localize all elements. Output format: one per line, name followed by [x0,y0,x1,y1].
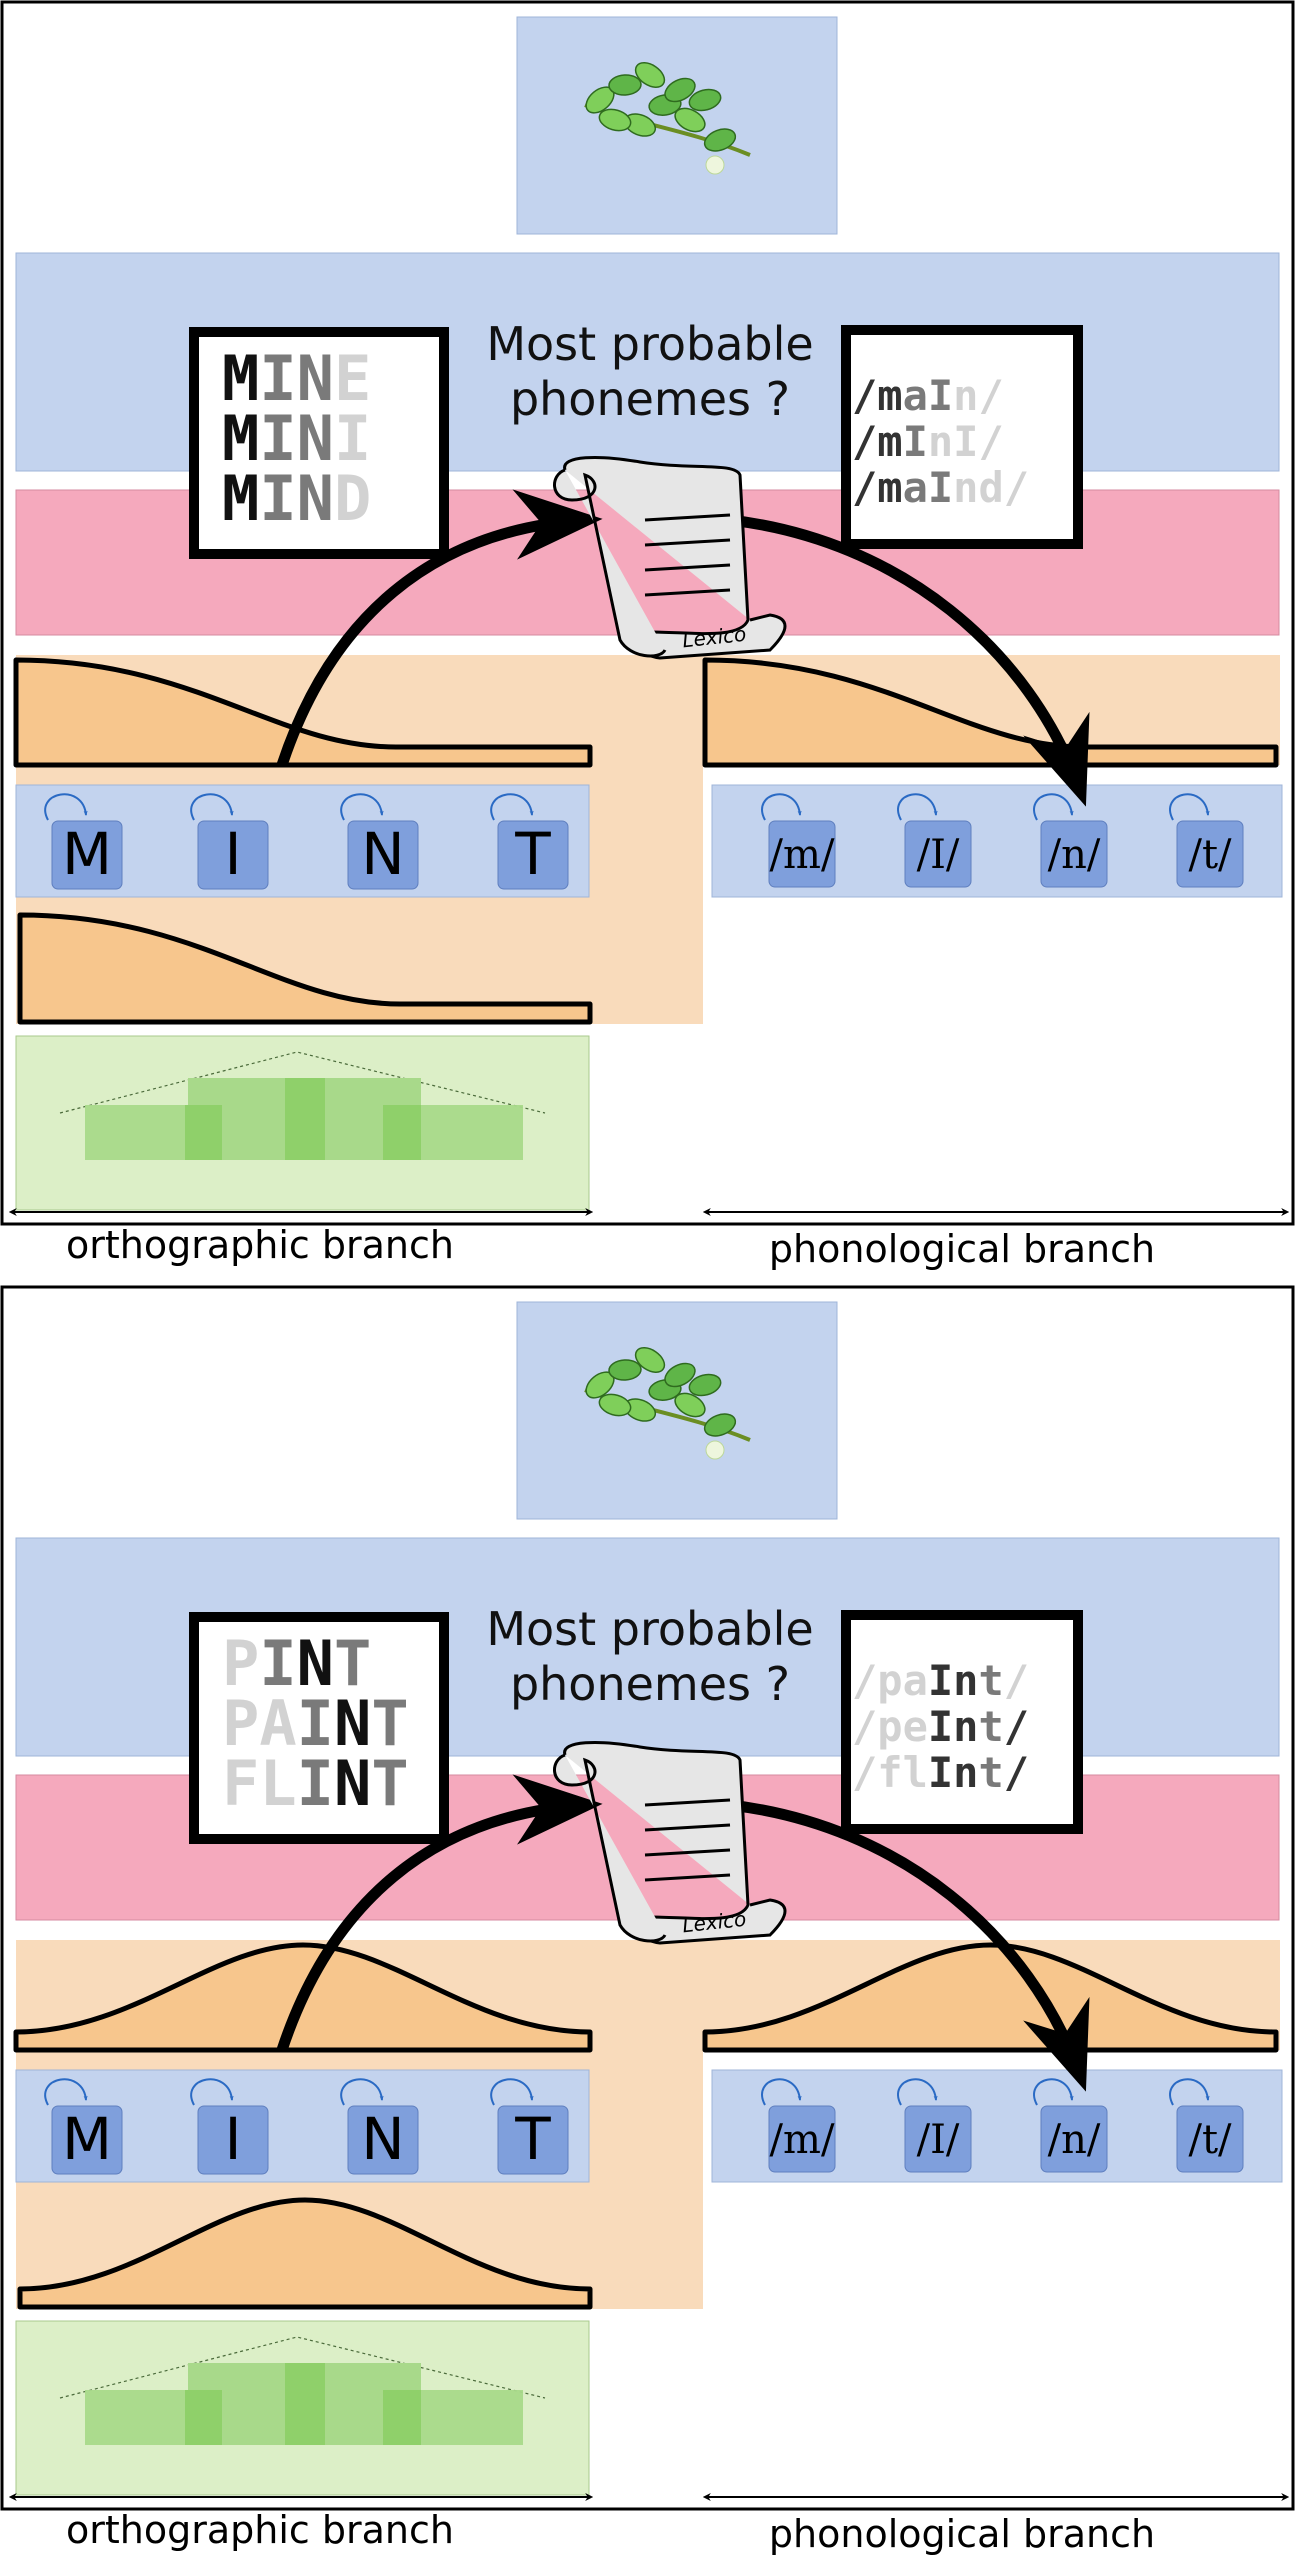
ortho-attention-curve-lower [17,2197,593,2310]
letter-label: T [514,820,551,888]
orthographic-candidate: MINE [222,342,371,415]
phonological-candidate: /flInt/ [852,1748,1029,1797]
recurrence-icon [44,793,88,821]
phonological-candidates-box [841,1610,1083,1834]
phonological-branch-label: phonological branch [769,1227,1155,1271]
attention-focus-2 [285,1078,325,1160]
recurrence-icon [44,2078,88,2106]
letter-unit-m: M [44,2078,123,2175]
letter-unit-t: T [490,2078,569,2175]
phonological-candidate: /paInt/ [852,1656,1029,1705]
attention-window-outline [59,1051,546,1114]
phonological-candidate: /maIn/ [852,371,1004,420]
phonological-branch-label: phonological branch [769,2512,1155,2556]
phoneme-unit-1: /m/ [761,793,836,888]
attention-window-outline [59,2336,546,2399]
phoneme-label: /t/ [1188,2117,1232,2163]
question-text: phonemes ? [510,372,790,426]
question-text: Most probable [486,317,813,371]
letter-label: T [514,2105,551,2173]
letter-label: I [224,820,241,888]
recurrence-icon [1169,793,1210,821]
lexicon-scroll-icon: Lexico [553,455,787,660]
letter-label: N [361,820,404,888]
orthographic-branch-label: orthographic branch [66,1223,454,1267]
recurrence-icon [490,793,534,821]
phonological-candidate: /mInI/ [852,417,1004,466]
letter-unit-t: T [490,793,569,890]
model-box [516,16,838,235]
letter-unit-n: N [340,2078,419,2175]
question-text: Most probable [486,1602,813,1656]
recurrence-icon [190,2078,234,2106]
orthographic-candidate: MIND [222,462,371,535]
phoneme-label: /m/ [770,2117,835,2163]
recurrence-icon [761,793,802,821]
attention-focus-3 [383,1105,421,1160]
phoneme-unit-2: /I/ [897,2078,972,2173]
phoneme-unit-1: /m/ [761,2078,836,2173]
attention-focus-1 [185,2390,222,2445]
phoneme-unit-4: /t/ [1169,2078,1244,2173]
letter-unit-n: N [340,793,419,890]
pronounce-arrow [729,514,1090,807]
phoneme-label: /n/ [1048,2117,1101,2163]
recurrence-icon [490,2078,534,2106]
orthographic-candidate: MINI [222,402,371,475]
diagram-svg: M I N T/m/ /I/ /n/ /t/PINTPAINTFLINT/paInt//pe… [0,1285,1295,2556]
lexicon-scroll-icon: Lexico [553,1740,787,1945]
recurrence-icon [190,793,234,821]
orthographic-candidates-box [189,1612,449,1844]
orthographic-candidate: FLINT [222,1747,409,1820]
read-arrow [276,1774,603,2052]
orthographic-candidates-box [189,327,449,559]
letter-label: M [62,820,112,888]
phoneme-label: /I/ [917,832,960,878]
attention-focus-1 [185,1105,222,1160]
letter-label: I [224,2105,241,2173]
ortho-attention-curve-lower [17,912,593,1025]
orthographic-branch-label: orthographic branch [66,2508,454,2552]
letter-label: M [62,2105,112,2173]
ortho-attention-curve-upper [13,657,593,768]
recurrence-icon [897,2078,938,2106]
phonological-candidate: /maInd/ [852,463,1029,512]
recurrence-icon [340,793,384,821]
phoneme-label: /m/ [770,832,835,878]
letter-unit-i: I [190,2078,269,2175]
recurrence-icon [340,2078,384,2106]
phoneme-unit-2: /I/ [897,793,972,888]
read-arrow [276,489,603,767]
phoneme-unit-3: /n/ [1033,2078,1108,2173]
pronounce-arrow [729,1799,1090,2092]
question-text: phonemes ? [510,1657,790,1711]
plant-mint-icon [584,62,751,175]
phoneme-label: /n/ [1048,832,1101,878]
attention-focus-3 [383,2390,421,2445]
letter-unit-i: I [190,793,269,890]
phoneme-unit-4: /t/ [1169,793,1244,888]
phonological-candidates-box [841,325,1083,549]
phoneme-label: /t/ [1188,832,1232,878]
model-box [516,1301,838,1520]
recurrence-icon [761,2078,802,2106]
attention-focus-2 [285,2363,325,2445]
recurrence-icon [897,793,938,821]
phonological-candidate: /peInt/ [852,1702,1029,1751]
diagram-svg: M I N T/m/ /I/ /n/ /t/MINEMINIMIND/maIn//mInI/… [0,0,1295,1271]
orthographic-candidate: PAINT [222,1687,409,1760]
phoneme-unit-3: /n/ [1033,793,1108,888]
letter-label: N [361,2105,404,2173]
plant-mint-icon [584,1347,751,1460]
phoneme-label: /I/ [917,2117,960,2163]
orthographic-candidate: PINT [222,1627,371,1700]
letter-unit-m: M [44,793,123,890]
recurrence-icon [1169,2078,1210,2106]
